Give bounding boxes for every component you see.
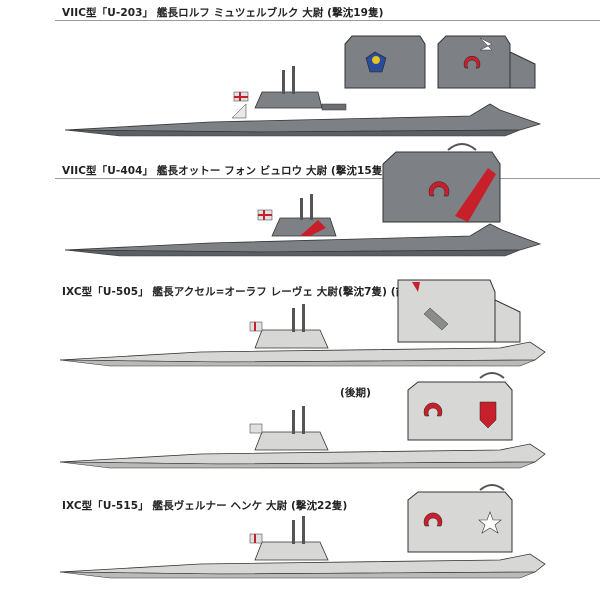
u404-submarine: [64, 194, 542, 257]
u505-early-submarine: [59, 304, 546, 367]
u515-tower-detail: [407, 484, 513, 553]
u404-tower-detail: [382, 143, 501, 223]
u404-divider: [55, 178, 600, 179]
u505-late-tower-detail: [407, 372, 513, 441]
u404-title: VIIC型「U-404」 艦長オットー フォン ビュロウ 大尉 (撃沈15隻): [62, 165, 388, 177]
u505-early-title: IXC型「U-505」 艦長アクセル=オーラフ レーヴェ 大尉(撃沈7隻) (前…: [62, 286, 422, 298]
u505-late-submarine: [59, 406, 546, 469]
u515-submarine: [59, 516, 546, 579]
u203-tower-detail-right: [437, 35, 536, 89]
u515-title: IXC型「U-515」 艦長ヴェルナー ヘンケ 大尉 (撃沈22隻): [62, 500, 348, 512]
u203-submarine: [64, 66, 542, 137]
u203-tower-detail-left: [344, 35, 426, 89]
u203-divider: [55, 20, 600, 21]
u203-title: VIIC型「U-203」 艦長ロルフ ミュツェルブルク 大尉 (撃沈19隻): [62, 7, 384, 19]
u505-late-label: (後期): [340, 387, 371, 399]
u505-early-tower-detail: [397, 279, 521, 343]
